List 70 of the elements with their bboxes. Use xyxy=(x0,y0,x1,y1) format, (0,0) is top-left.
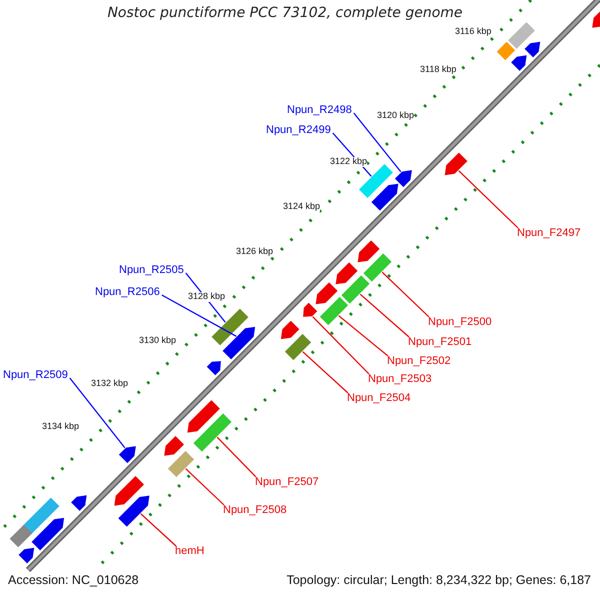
gene-feature xyxy=(118,446,136,464)
gene-label: Npun_F2501 xyxy=(408,336,472,348)
gene-label: Npun_R2509 xyxy=(3,369,68,382)
gene-feature xyxy=(363,253,392,282)
gene-feature xyxy=(303,302,318,317)
scale-label: 3118 kbp xyxy=(420,65,456,75)
gene-label: Npun_F2507 xyxy=(255,476,319,488)
leader-line xyxy=(353,112,402,172)
gene-feature xyxy=(212,308,248,346)
gene-label: Npun_F2497 xyxy=(517,227,581,240)
leader-line xyxy=(140,513,176,546)
leader-line xyxy=(360,294,410,338)
gene-label: Npun_R2505 xyxy=(119,264,184,276)
gene-feature xyxy=(358,240,380,262)
scale-label: 3134 kbp xyxy=(42,422,80,432)
leader-line xyxy=(69,378,126,448)
gene-feature xyxy=(32,518,64,550)
genome-stats-text: Topology: circular; Length: 8,234,322 bp; Genes: 6,187 xyxy=(286,574,591,588)
gene-feature xyxy=(444,152,468,176)
gene-feature xyxy=(394,170,412,188)
gene-feature xyxy=(164,436,184,456)
gene-label: Npun_F2500 xyxy=(428,316,492,328)
gene-feature xyxy=(187,400,220,433)
scale-label: 3120 kbp xyxy=(377,111,414,121)
gene-feature xyxy=(511,55,527,71)
leader-line xyxy=(216,436,256,478)
gene-feature xyxy=(118,496,150,527)
gene-feature xyxy=(496,42,516,60)
leader-line xyxy=(185,468,224,506)
gene-label: Npun_F2503 xyxy=(368,373,432,386)
leader-line xyxy=(302,351,348,394)
gene-feature xyxy=(320,296,348,326)
gene-label: Npun_R2498 xyxy=(287,104,352,116)
gene-label: Npun_R2499 xyxy=(266,124,331,136)
gene-feature xyxy=(359,164,393,198)
gene-label: Npun_F2504 xyxy=(347,392,411,404)
gene-feature xyxy=(193,413,232,452)
scale-label: 3116 kbp xyxy=(455,27,492,37)
gene-feature xyxy=(10,524,32,548)
leader-line xyxy=(382,272,430,318)
gene-feature xyxy=(371,184,398,211)
gene-feature xyxy=(206,361,221,376)
gene-feature xyxy=(316,282,338,304)
accession-text: Accession: NC_010628 xyxy=(8,574,139,588)
leader-line xyxy=(162,294,237,337)
title: Nostoc punctiforme PCC 73102, complete genome xyxy=(106,6,464,22)
scale-label: 3128 kbp xyxy=(188,292,226,302)
gene-label: Npun_F2502 xyxy=(387,355,451,368)
gene-feature xyxy=(168,450,194,478)
scale-label: 3122 kbp xyxy=(330,157,368,167)
leader-line xyxy=(312,316,370,374)
gene-feature xyxy=(71,495,87,511)
gene-label: Npun_F2508 xyxy=(223,504,287,516)
scale-label: 3132 kbp xyxy=(91,379,128,389)
gene-feature xyxy=(524,42,540,58)
leader-line xyxy=(458,170,518,228)
gene-feature xyxy=(341,275,370,304)
gene-label: Npun_R2506 xyxy=(95,286,160,298)
scale-label: 3130 kbp xyxy=(139,336,176,346)
gene-feature xyxy=(284,334,312,360)
scale-label: 3126 kbp xyxy=(236,247,274,257)
gene-feature xyxy=(508,22,535,49)
gene-feature xyxy=(280,320,300,340)
gene-feature xyxy=(222,326,256,360)
leader-line xyxy=(338,315,388,356)
gene-feature xyxy=(114,476,144,506)
scale-label: 3124 kbp xyxy=(283,202,320,212)
gene-label: hemH xyxy=(175,545,204,558)
gene-feature xyxy=(22,498,60,534)
gene-feature xyxy=(336,262,358,284)
